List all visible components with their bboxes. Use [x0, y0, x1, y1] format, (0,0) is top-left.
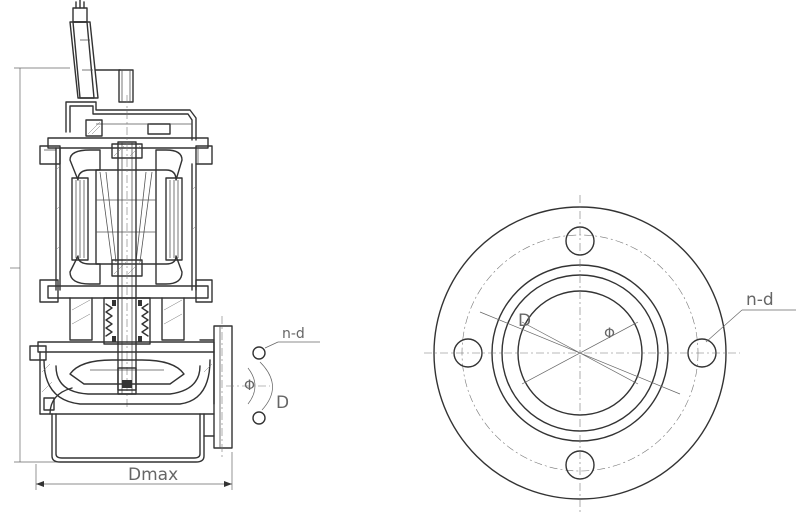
height-dimension: [10, 67, 70, 463]
cable-gland: [69, 0, 99, 99]
flange-nd-label: n-d: [746, 290, 774, 310]
top-cover: [65, 101, 197, 141]
side-d-label: D: [276, 393, 289, 413]
motor-housing: [55, 147, 197, 291]
bolt-hole-left: [453, 338, 483, 368]
stator: [69, 149, 183, 285]
discharge-flange: [199, 316, 270, 458]
nd-leader: [705, 309, 743, 343]
pump-casing: [29, 341, 215, 415]
flange-phi-label: Φ: [604, 326, 615, 342]
pump-base: [39, 413, 215, 463]
side-nd-label: n-d: [282, 326, 305, 342]
pump-section-view: [10, 0, 320, 490]
shaft: [111, 95, 143, 410]
rotor: [95, 169, 157, 265]
impeller: [69, 359, 185, 391]
dmax-label: Dmax: [128, 465, 178, 485]
side-flange-dims: [247, 341, 320, 425]
mechanical-seal: [103, 297, 151, 345]
bearing-housing: [39, 279, 213, 341]
side-phi-label: Φ: [244, 378, 255, 394]
lifting-handle: [94, 69, 134, 103]
dmax-dimension: [35, 452, 233, 490]
flange-d-label: D: [518, 311, 531, 331]
flange-front-view: [424, 195, 796, 512]
